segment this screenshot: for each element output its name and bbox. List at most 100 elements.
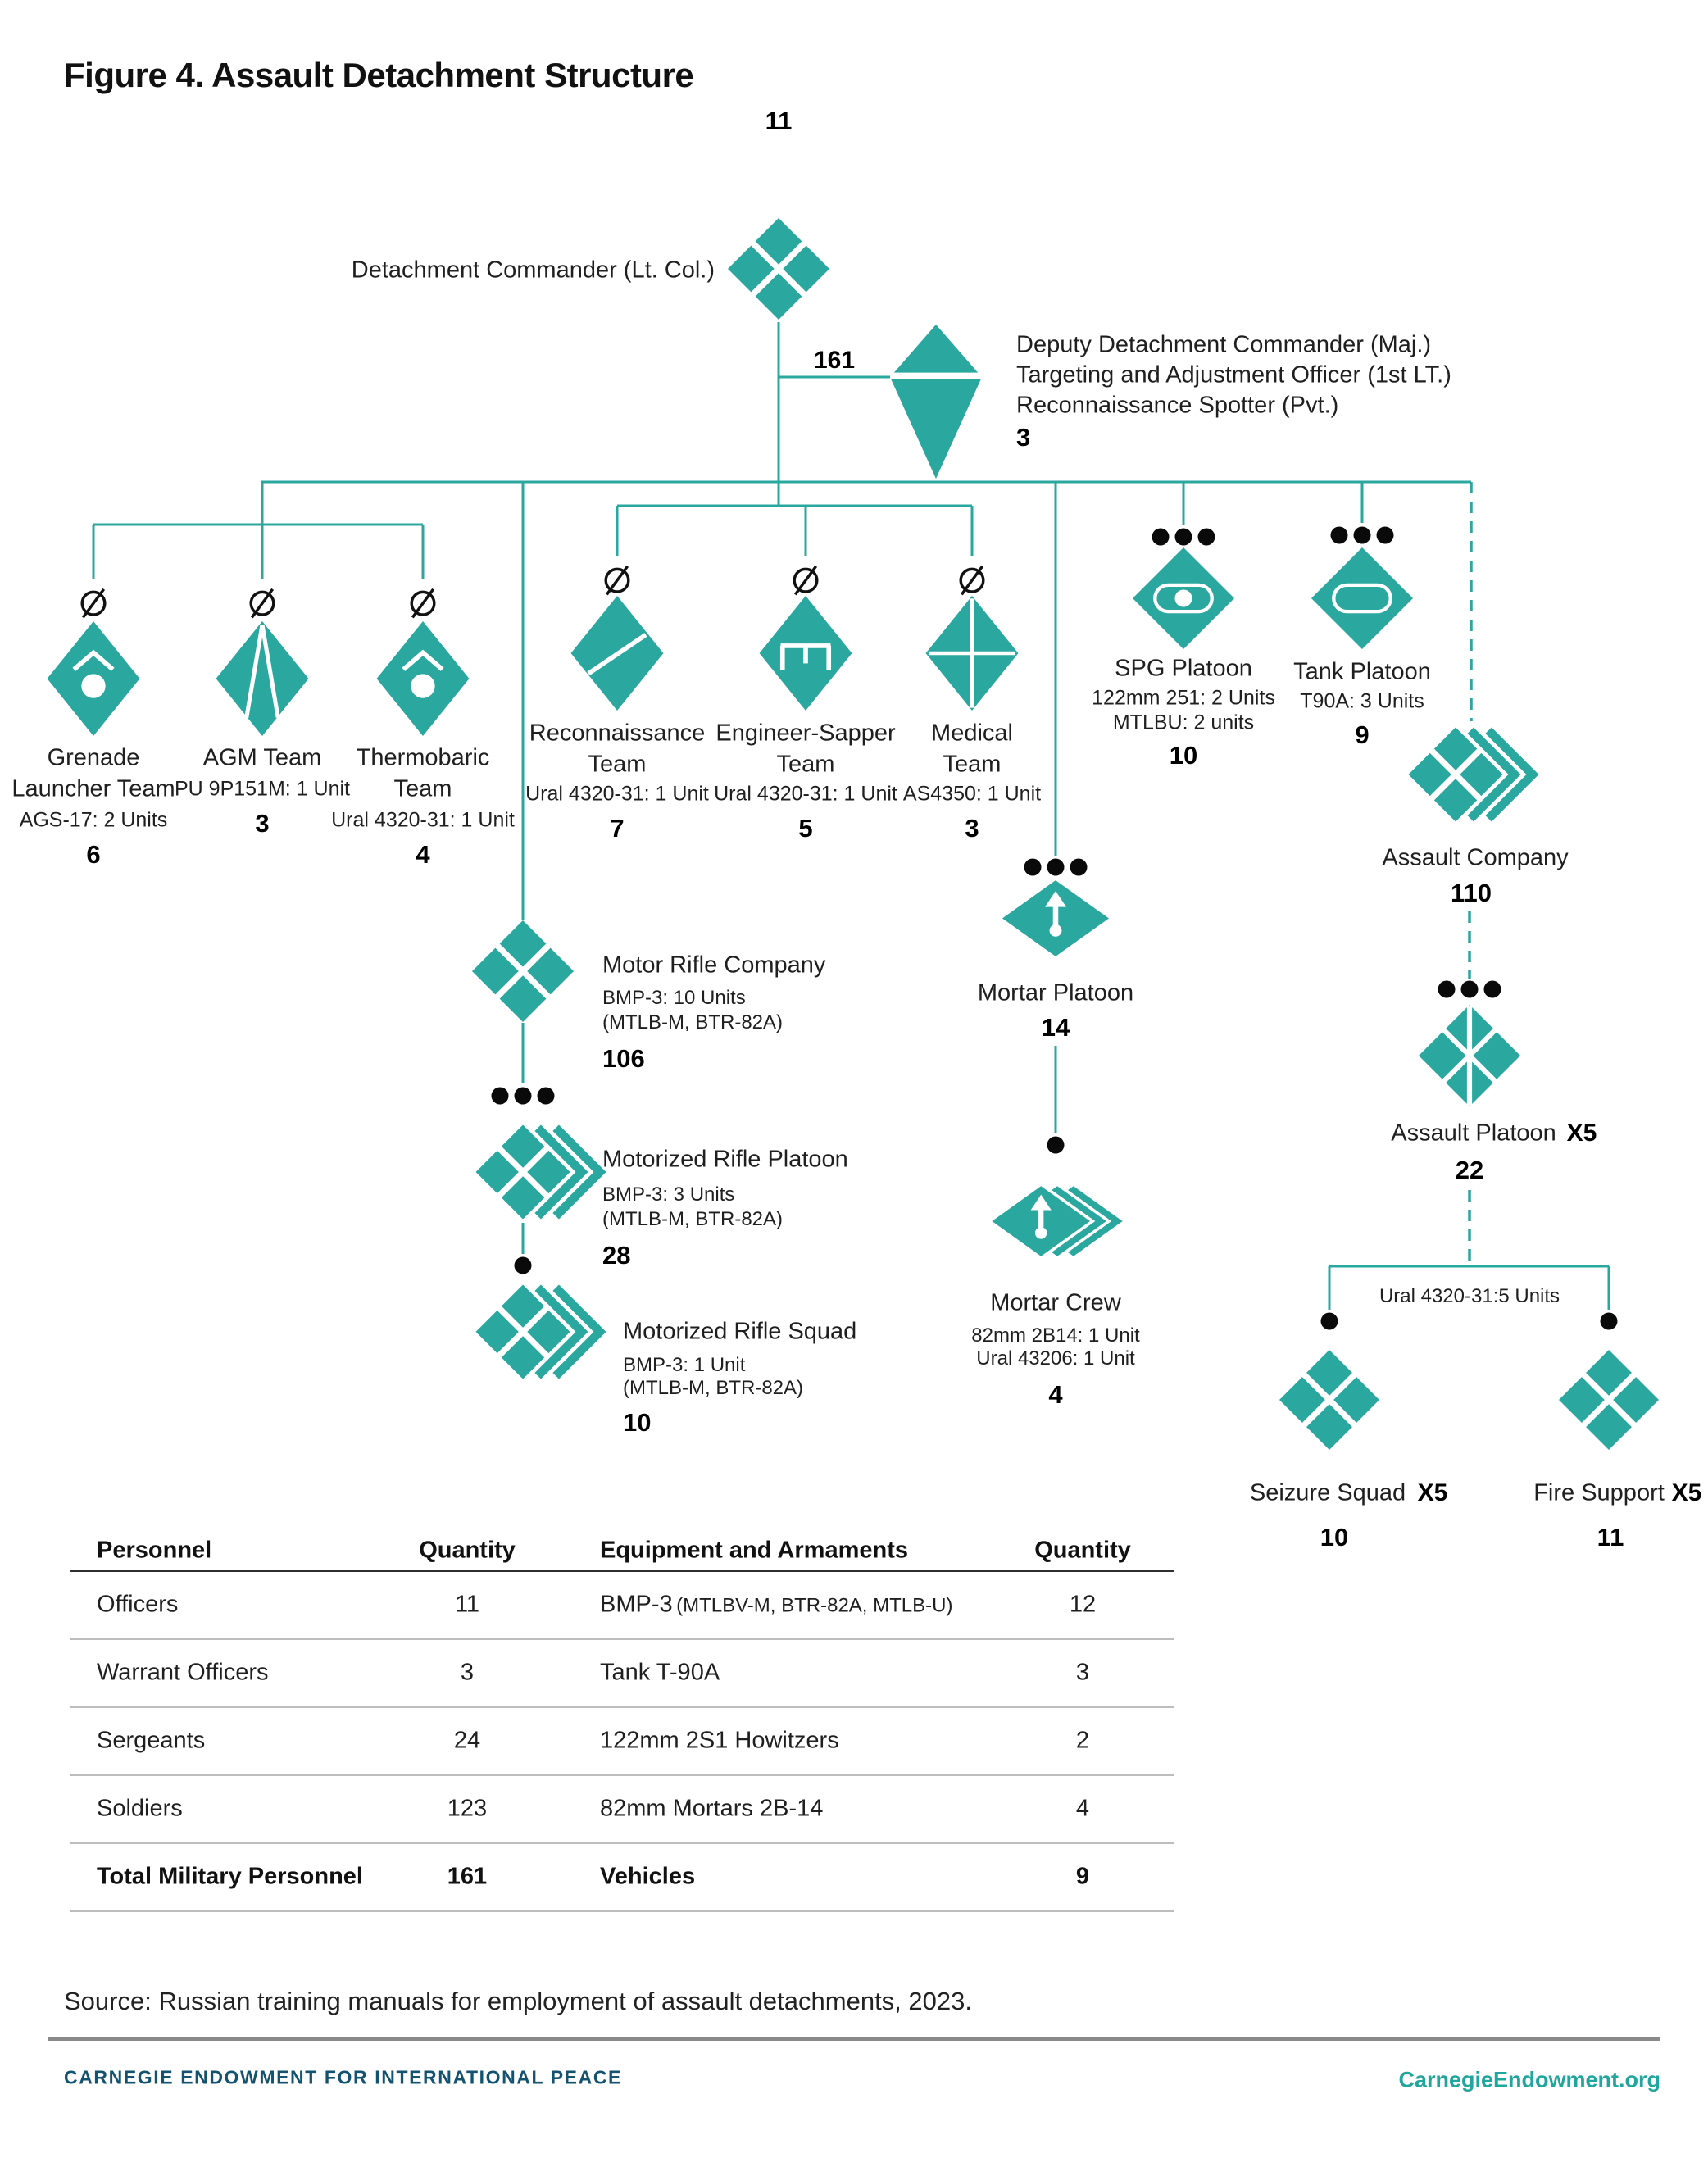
table-rule [70, 1910, 1174, 1912]
motor-rifle-company-icon [472, 920, 574, 1022]
thermobaric-team-icon [375, 621, 470, 736]
mortar-crew-count: 4 [1048, 1380, 1063, 1409]
tank-platoon-count: 9 [1355, 720, 1370, 749]
agm-team-icon [215, 621, 310, 736]
engineer-team-count: 5 [798, 814, 813, 843]
table-row: Soldiers [97, 1795, 183, 1822]
table-cell: 123 [447, 1795, 488, 1822]
seizure-squad-multiplier: X5 [1417, 1479, 1448, 1506]
assault-platoon-name: Assault Platoon [1391, 1120, 1556, 1147]
motorized-rifle-squad-name: Motorized Rifle Squad [623, 1318, 857, 1345]
grenade-team-sub: AGS-17: 2 Units [19, 808, 168, 832]
squad-bracket-label: Ural 4320-31:5 Units [1379, 1285, 1560, 1307]
motor-rifle-company-sub2: (MTLB-M, BTR-82A) [602, 1011, 784, 1033]
reconnaissance-team-icon [570, 596, 665, 711]
agm-team-sub: PU 9P151M: 1 Unit [175, 777, 350, 801]
detachment-commander-icon [728, 218, 829, 320]
platoon-echelon-dots [1152, 528, 1215, 546]
table-row: Officers [97, 1591, 179, 1618]
table-rule [70, 1706, 1174, 1708]
thermobaric-team-count: 4 [416, 840, 430, 869]
seizure-squad-name: Seizure Squad [1249, 1479, 1406, 1506]
engineer-team-name2: Team [776, 751, 835, 778]
assault-company-name: Assault Company [1382, 844, 1569, 871]
platoon-echelon-dots [1438, 980, 1501, 998]
table-cell: Vehicles [600, 1863, 696, 1890]
squad-echelon-dot [1320, 1312, 1338, 1330]
deputy-line2: Targeting and Adjustment Officer (1st LT… [1016, 361, 1451, 388]
table-cell: 12 [1069, 1591, 1097, 1618]
table-header-personnel: Personnel [97, 1537, 212, 1564]
medical-team-sub: AS4350: 1 Unit [902, 782, 1042, 806]
motorized-rifle-squad-sub1: BMP-3: 1 Unit [623, 1354, 746, 1376]
fire-support-name: Fire Support [1533, 1479, 1665, 1506]
deputy-commander-icon [890, 325, 982, 479]
table-header-rule [70, 1570, 1174, 1572]
commander-label: Detachment Commander (Lt. Col.) [351, 257, 715, 284]
assault-company-count: 110 [1450, 879, 1492, 907]
motorized-rifle-squad-icon [470, 1279, 612, 1385]
spg-platoon-sub2: MTLBU: 2 units [1112, 711, 1255, 734]
table-cell: 161 [447, 1863, 488, 1890]
deputy-line3: Reconnaissance Spotter (Pvt.) [1016, 392, 1339, 419]
table-cell: 4 [1075, 1795, 1090, 1822]
table-rule [70, 1638, 1174, 1640]
mortar-crew-name: Mortar Crew [990, 1289, 1121, 1316]
assault-platoon-count: 22 [1455, 1156, 1484, 1184]
table-cell: 24 [453, 1727, 481, 1754]
deputy-count: 3 [1016, 423, 1031, 452]
table-cell: 3 [460, 1659, 475, 1686]
spg-platoon-count: 10 [1169, 741, 1198, 770]
grenade-team-name2: Launcher Team [11, 775, 175, 802]
motor-rifle-company-sub1: BMP-3: 10 Units [602, 987, 746, 1009]
thermobaric-team-sub: Ural 4320-31: 1 Unit [331, 808, 515, 832]
grenade-team-count: 6 [86, 840, 101, 869]
spg-platoon-name: SPG Platoon [1115, 655, 1252, 682]
table-cell: Tank T-90A [600, 1659, 720, 1686]
table-rule [70, 1842, 1174, 1844]
platoon-echelon-dots [1330, 526, 1394, 544]
table-header-equipment: Equipment and Armaments [600, 1537, 908, 1564]
engineer-team-name: Engineer-Sapper [715, 720, 896, 747]
motorized-rifle-platoon-sub1: BMP-3: 3 Units [602, 1183, 735, 1206]
team-echelon-icon [953, 561, 991, 598]
team-echelon-icon [243, 584, 281, 621]
table-cell: 2 [1075, 1727, 1090, 1754]
recon-team-name: Reconnaissance [529, 720, 706, 747]
figure-title: Figure 4. Assault Detachment Structure [64, 56, 694, 94]
motor-rifle-company-count: 106 [602, 1044, 645, 1073]
footer-divider [48, 2037, 1660, 2041]
spg-platoon-icon [1133, 547, 1234, 649]
table-cell: 122mm 2S1 Howitzers [600, 1727, 839, 1754]
motorized-rifle-squad-sub2: (MTLB-M, BTR-82A) [623, 1377, 804, 1399]
table-cell: 9 [1075, 1863, 1090, 1890]
platoon-echelon-dots [1024, 858, 1088, 876]
table-header-personnel-qty: Quantity [419, 1537, 516, 1564]
engineer-sapper-team-icon [758, 596, 853, 711]
commander-count: 11 [765, 107, 793, 135]
motorized-rifle-platoon-icon [470, 1119, 612, 1225]
recon-team-count: 7 [610, 814, 625, 843]
thermobaric-team-name2: Team [393, 775, 452, 802]
medical-team-name2: Team [943, 751, 1002, 778]
mortar-crew-icon [987, 1182, 1128, 1261]
medical-team-icon [924, 596, 1020, 711]
source-note: Source: Russian training manuals for emp… [64, 1987, 972, 2015]
squad-echelon-dot [514, 1256, 532, 1274]
team-echelon-icon [787, 561, 824, 598]
table-cell: 3 [1075, 1659, 1090, 1686]
table-cell: 82mm Mortars 2B-14 [600, 1795, 824, 1822]
fire-support-count: 11 [1597, 1523, 1624, 1551]
engineer-team-sub: Ural 4320-31: 1 Unit [714, 782, 897, 806]
squad-echelon-dot [1600, 1312, 1618, 1330]
table-row: Warrant Officers [97, 1659, 269, 1686]
team-echelon-icon [75, 584, 112, 621]
grenade-launcher-team-icon [46, 621, 141, 736]
footer-website-link[interactable]: CarnegieEndowment.org [1398, 2067, 1660, 2092]
tank-platoon-icon [1311, 547, 1413, 649]
seizure-squad-icon [1279, 1350, 1379, 1450]
motorized-rifle-platoon-name: Motorized Rifle Platoon [602, 1146, 848, 1173]
motorized-rifle-squad-count: 10 [623, 1408, 652, 1437]
assault-platoon-multiplier: X5 [1566, 1120, 1597, 1147]
